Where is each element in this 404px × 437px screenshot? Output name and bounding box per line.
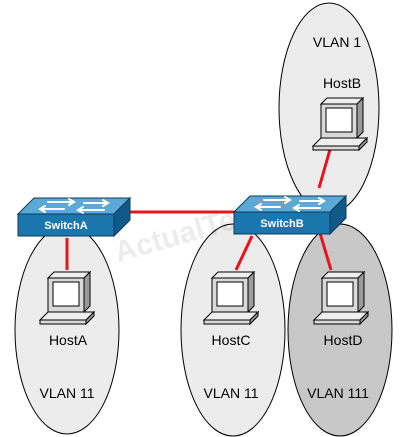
hostC[interactable] — [203, 271, 259, 325]
link-switchB-hostD — [318, 232, 333, 271]
vlan-11-right-ellipse — [180, 223, 286, 437]
hostA[interactable] — [39, 271, 95, 325]
vlan-11-left-label: VLAN 11 — [40, 385, 95, 401]
hostA-label: HostA — [49, 332, 88, 348]
vlan-11-right-label: VLAN 11 — [204, 385, 259, 401]
switchB[interactable]: SwitchB — [233, 195, 347, 235]
pc-workstation-icon — [312, 97, 368, 151]
switchB-label: SwitchB — [260, 218, 303, 230]
vlan-111-ellipse — [287, 223, 393, 437]
hostB[interactable] — [312, 97, 368, 151]
switchA[interactable]: SwitchA — [17, 197, 131, 237]
pc-workstation-icon — [203, 271, 259, 325]
link-switchB-hostC — [234, 235, 254, 271]
switchA-label: SwitchA — [44, 220, 87, 232]
pc-workstation-icon — [39, 271, 95, 325]
vlan-1-label: VLAN 1 — [313, 34, 361, 50]
vlan-111-label: VLAN 111 — [307, 385, 369, 401]
hostC-label: HostC — [212, 332, 251, 348]
hostB-label: HostB — [323, 75, 361, 91]
network-links — [65, 145, 333, 271]
hostD[interactable] — [313, 271, 369, 325]
hostD-label: HostD — [324, 332, 363, 348]
link-switchB-hostB — [317, 145, 333, 189]
pc-workstation-icon — [313, 271, 369, 325]
